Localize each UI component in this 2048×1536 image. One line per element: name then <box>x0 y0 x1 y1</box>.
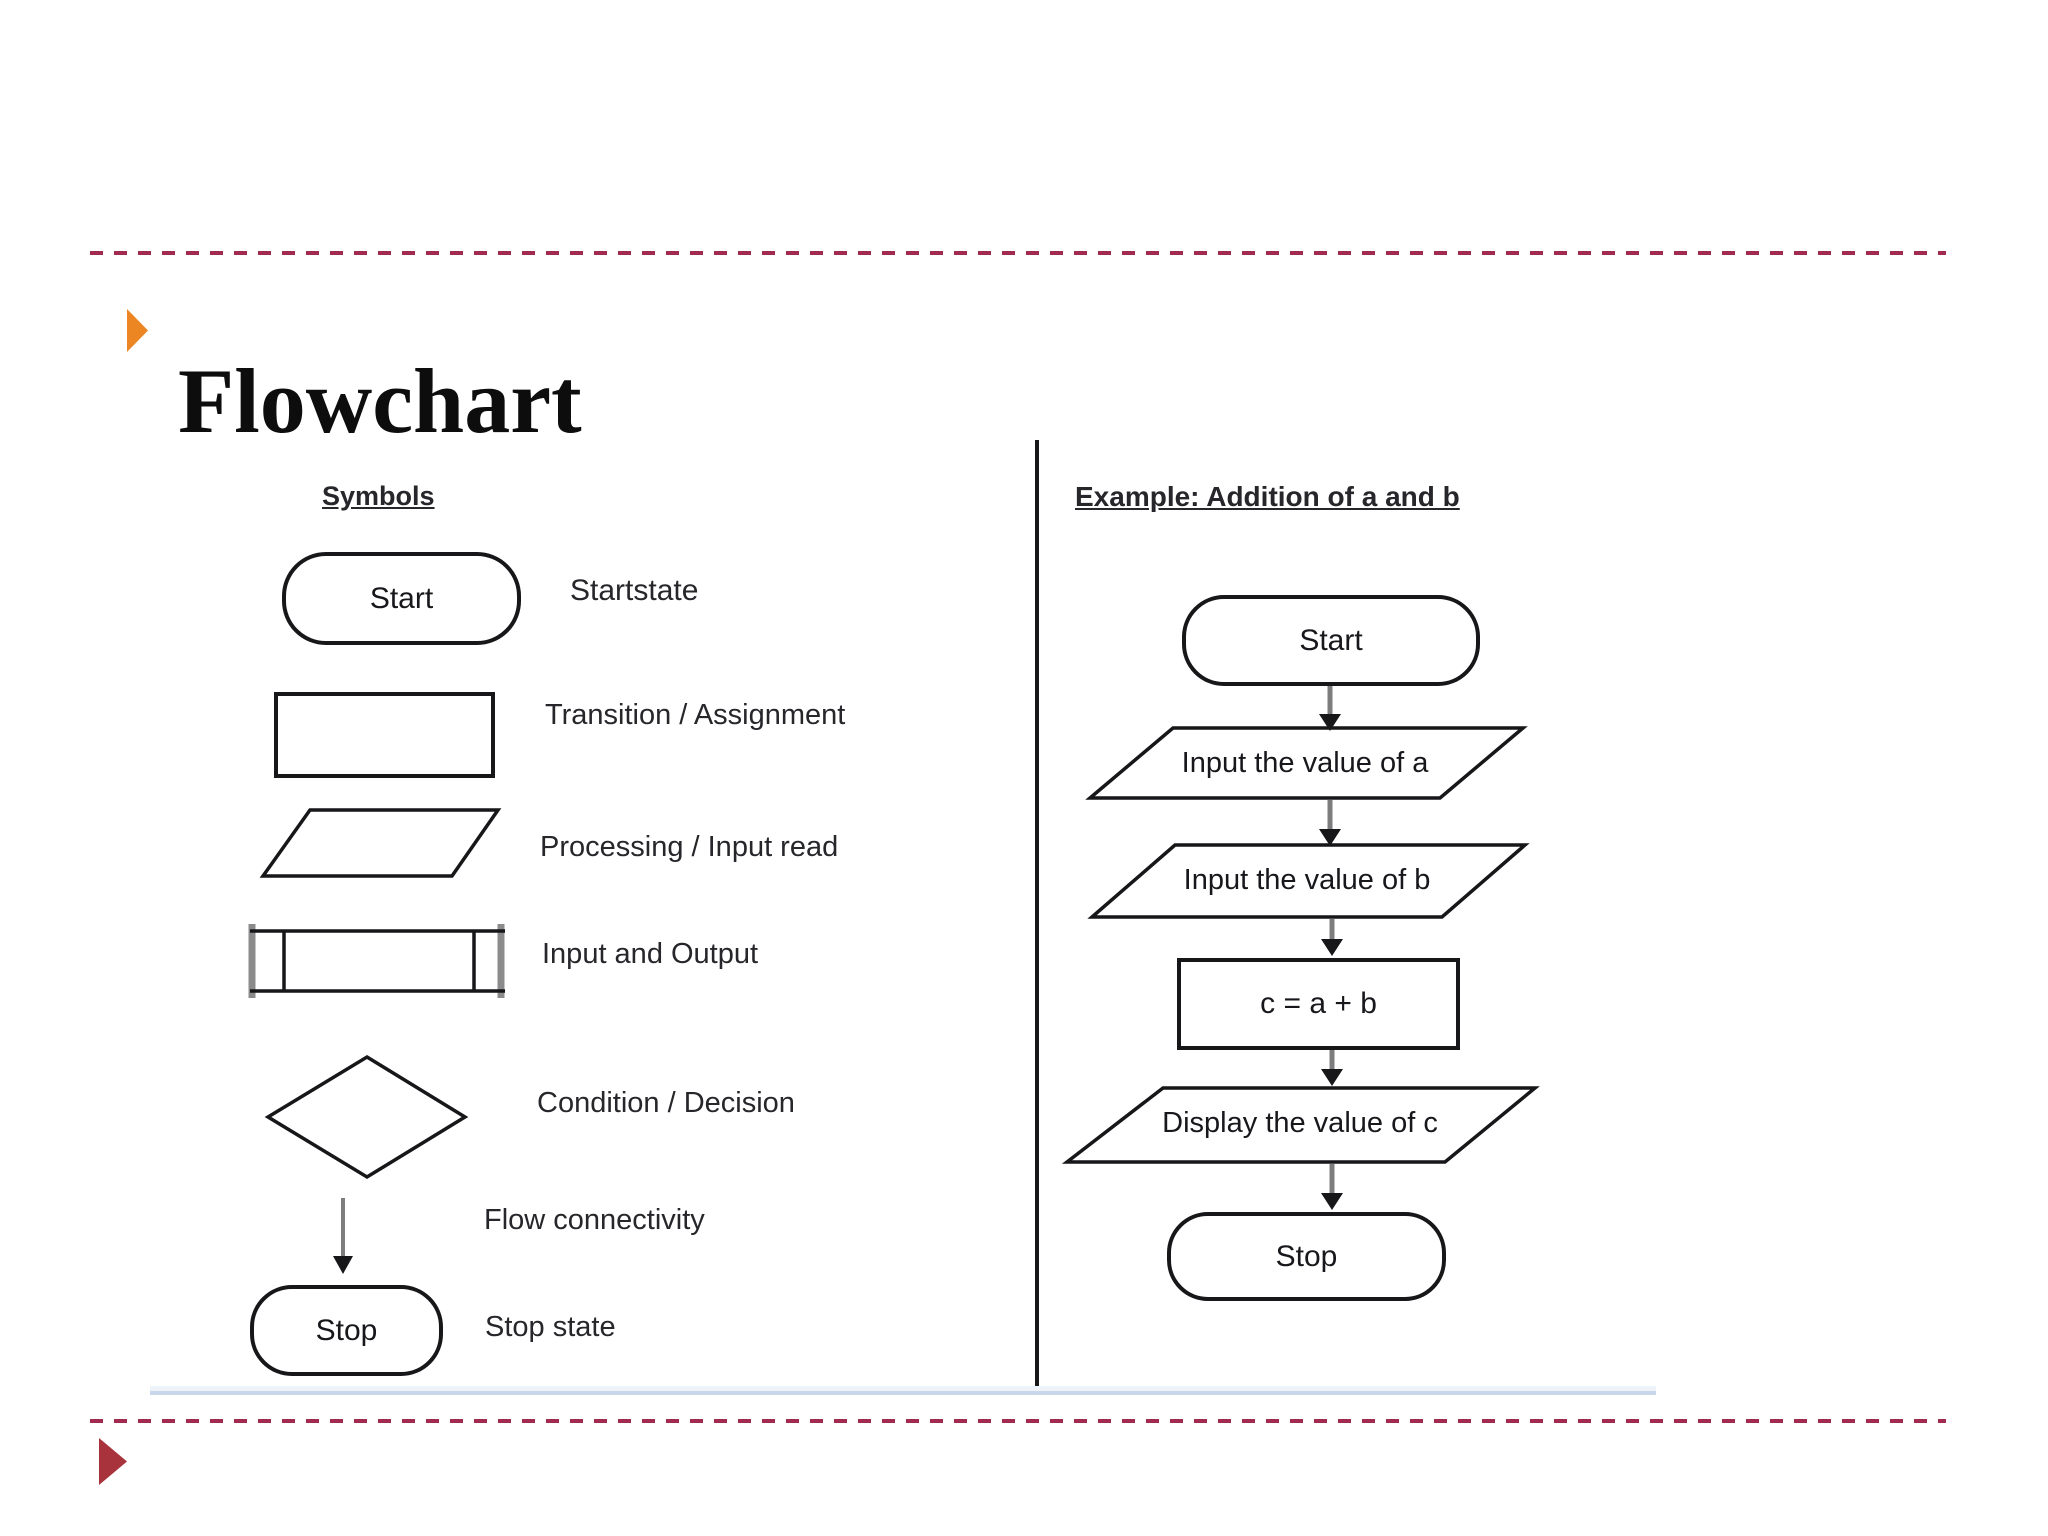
symbol-label-start-state: Startstate <box>570 574 699 607</box>
symbol-parallelogram-shape <box>259 808 502 878</box>
symbol-label-condition: Condition / Decision <box>537 1087 795 1119</box>
symbol-input-output-shape <box>248 924 505 998</box>
example-arrow-3-icon <box>1321 919 1343 956</box>
symbol-diamond-shape <box>264 1054 469 1180</box>
example-arrow-4-icon <box>1321 1044 1343 1086</box>
symbol-start-stadium: Start <box>282 552 521 645</box>
example-heading: Example: Addition of a and b <box>1075 481 1460 512</box>
example-arrow-2-icon <box>1319 800 1341 846</box>
example-stop-stadium: Stop <box>1167 1212 1446 1301</box>
symbol-flow-arrow-icon <box>333 1198 353 1274</box>
example-input-b-label: Input the value of b <box>1183 864 1431 896</box>
symbol-label-flow: Flow connectivity <box>484 1204 705 1236</box>
example-arrow-5-icon <box>1321 1164 1343 1210</box>
title-bullet-icon <box>127 309 148 352</box>
footer-arrow-icon <box>99 1438 127 1485</box>
example-input-a-label: Input the value of a <box>1181 747 1429 779</box>
example-display-c-label: Display the value of c <box>1162 1107 1438 1139</box>
symbol-stop-stadium: Stop <box>250 1285 443 1376</box>
bottom-dashed-border <box>90 1419 1946 1423</box>
symbol-label-transition: Transition / Assignment <box>545 699 846 731</box>
symbol-label-stop-state: Stop state <box>485 1311 616 1343</box>
figure-bottom-rule <box>150 1386 1656 1395</box>
symbols-heading: Symbols <box>322 481 435 511</box>
example-arrow-1-icon <box>1319 680 1341 731</box>
top-dashed-border <box>90 251 1946 255</box>
symbol-label-processing: Processing / Input read <box>540 831 839 863</box>
symbol-process-rectangle <box>274 692 495 778</box>
page-title: Flowchart <box>178 349 582 452</box>
example-assignment-rectangle: c = a + b <box>1177 958 1460 1050</box>
symbol-label-input-output: Input and Output <box>542 938 759 970</box>
example-start-stadium: Start <box>1182 595 1480 686</box>
